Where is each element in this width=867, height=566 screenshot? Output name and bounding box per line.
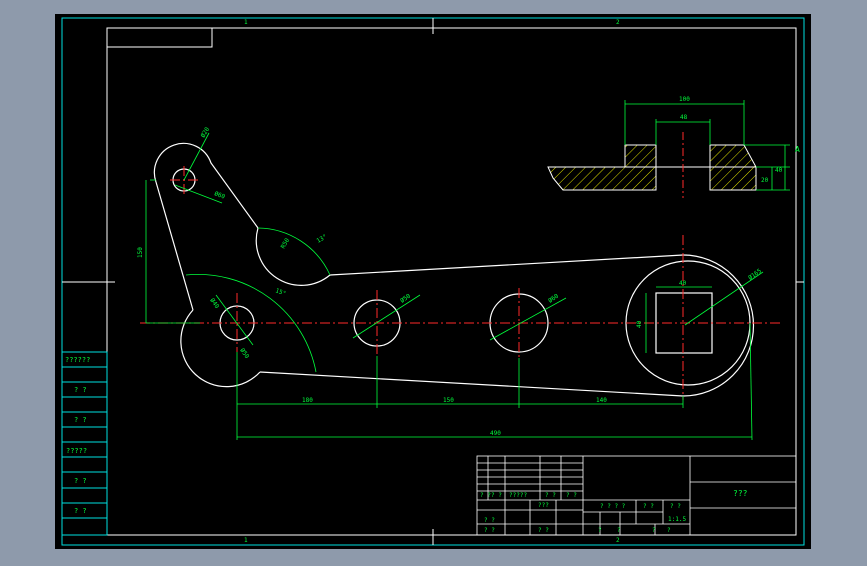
- dim-angle3: 15°: [274, 287, 287, 297]
- side-cell-3: ? ?: [74, 416, 87, 424]
- dim-angle2: 13°: [316, 233, 329, 244]
- tb-stage2: ? ?: [643, 503, 654, 510]
- title-block: [476, 455, 797, 536]
- sec-dim-top: 100: [679, 96, 690, 103]
- dim-total: 490: [490, 430, 501, 437]
- dim-square-w: 40: [679, 280, 687, 287]
- tb-s1: ?: [598, 527, 602, 534]
- tb-b1: ? ?: [484, 517, 495, 524]
- zone-ticks: [62, 18, 804, 545]
- dim-seg2: 150: [443, 397, 454, 404]
- dim-seg1: 180: [302, 397, 313, 404]
- zone-bottom-1: 1: [244, 537, 248, 544]
- dim-square-h: 40: [636, 320, 643, 328]
- section-view: 100 48 20 40 A: [547, 96, 800, 198]
- sec-dim-height: 20: [761, 177, 769, 184]
- tb-stage3: ? ?: [670, 503, 681, 510]
- section-label-a: A: [795, 145, 800, 154]
- tb-a3: ?????: [509, 492, 527, 499]
- side-cell-4: ?????: [66, 447, 87, 455]
- tb-a4: ? ?: [545, 492, 556, 499]
- dim-seg3: 140: [596, 397, 607, 404]
- drawing-sheet: [55, 14, 811, 549]
- tb-c1: ? ?: [484, 527, 495, 534]
- sec-dim-bore: 48: [680, 114, 688, 121]
- sec-dim-left: 40: [775, 167, 783, 174]
- tb-s3: ?: [652, 527, 656, 534]
- tb-a2: ? ?: [491, 492, 502, 499]
- dim-angle1: R50: [280, 237, 292, 250]
- side-cell-2: ? ?: [74, 386, 87, 394]
- tb-a5: ? ?: [566, 492, 577, 499]
- tb-s4: ?: [667, 527, 671, 534]
- tb-s2: ?: [617, 527, 621, 534]
- dimension-lines: [145, 132, 764, 441]
- side-cell-1: ??????: [65, 356, 90, 364]
- dim-height: 150: [137, 247, 144, 258]
- side-block: [61, 351, 108, 536]
- dim-small-hole: Ø20: [200, 126, 212, 139]
- zone-top-1: 1: [244, 19, 248, 26]
- zone-bottom-2: 2: [616, 537, 620, 544]
- drawing-name: ???: [733, 489, 748, 498]
- tb-stage1: ? ? ? ?: [600, 503, 626, 510]
- tb-c2: ? ?: [538, 527, 549, 534]
- tb-b2: ???: [538, 502, 549, 509]
- zone-top-2: 2: [616, 19, 620, 26]
- tb-a1: ? ?: [480, 492, 491, 499]
- side-cell-5: ? ?: [74, 477, 87, 485]
- code-box: [107, 28, 213, 48]
- dim-small-outer: Ø60: [213, 190, 226, 200]
- tb-scale: 1:1.5: [668, 516, 686, 523]
- side-cell-6: ? ?: [74, 507, 87, 515]
